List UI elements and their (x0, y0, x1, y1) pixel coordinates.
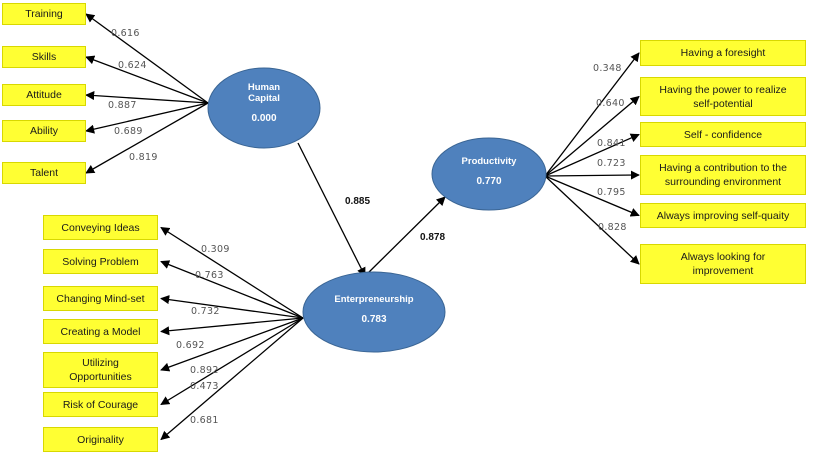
loading-prod-3: 0.723 (597, 158, 626, 169)
indicator-ent-3: Creating a Model (43, 319, 158, 344)
arrows-layer (85, 13, 640, 441)
loading-ent-1: 0.763 (195, 270, 224, 281)
loading-hc-4: 0.819 (129, 152, 158, 163)
loading-ent-5: 0.473 (190, 381, 219, 392)
arrow-ent-3 (160, 317, 304, 336)
indicator-hc-0: Training (2, 3, 86, 25)
construct-productivity (431, 137, 547, 211)
loading-prod-1: 0.640 (596, 98, 625, 109)
loading-ent-0: 0.309 (201, 244, 230, 255)
construct-r2-value: 0.770 (476, 176, 502, 187)
indicator-ent-4-label: Utilizing Opportunities (69, 357, 132, 383)
indicator-prod-5-label: Always looking for improvement (680, 251, 766, 277)
indicator-prod-4: Always improving self-quaity (640, 203, 806, 228)
loading-hc-3: 0.689 (114, 126, 143, 137)
indicator-ent-3-label: Creating a Model (60, 325, 141, 338)
indicator-hc-1-label: Skills (31, 51, 57, 63)
construct-name: Productivity (461, 156, 517, 167)
arrow-hc-3 (85, 102, 209, 134)
arrow-prod-1 (544, 95, 640, 177)
path-coef-hc-ent: 0.885 (345, 196, 371, 207)
loading-prod-2: 0.841 (597, 138, 626, 149)
indicator-hc-3: Ability (2, 120, 86, 142)
indicator-hc-2-label: Attitude (26, 89, 62, 101)
arrow-hc-4 (85, 102, 209, 174)
arrow-prod-4 (544, 175, 640, 217)
construct-productivity-text: Productivity 0.770 (432, 156, 546, 187)
indicator-prod-0-label: Having a foresight (680, 47, 766, 59)
indicator-prod-1: Having the power to realize self-potenti… (640, 77, 806, 116)
indicator-prod-5: Always looking for improvement (640, 244, 806, 284)
indicator-hc-3-label: Ability (29, 125, 58, 137)
indicator-prod-3-label: Having a contribution to the surrounding… (659, 162, 787, 188)
construct-entrepreneurship-text: Enterpreneurship 0.783 (303, 294, 445, 325)
loading-prod-4: 0.795 (597, 187, 626, 198)
arrow-hc-2 (85, 90, 209, 104)
arrow-hc-0 (85, 13, 209, 104)
arrow-prod-3 (544, 170, 640, 180)
path-coef-ent-prod: 0.878 (420, 232, 446, 243)
indicator-hc-4: Talent (2, 162, 86, 184)
construct-human-capital (207, 67, 321, 149)
indicator-ent-1: Solving Problem (43, 249, 158, 274)
path-ent-prod (364, 196, 446, 277)
construct-r2-value: 0.783 (361, 314, 387, 325)
arrow-ent-4 (160, 317, 304, 372)
indicator-hc-2: Attitude (2, 84, 86, 106)
construct-human-capital-text: Human Capital 0.000 (208, 82, 320, 124)
loading-hc-1: 0.624 (118, 60, 147, 71)
arrow-ent-1 (160, 260, 304, 319)
construct-name: Enterpreneurship (334, 294, 414, 305)
loading-hc-0: 0.616 (111, 28, 140, 39)
loading-ent-6: 0.681 (190, 415, 219, 426)
indicator-ent-6: Originality (43, 427, 158, 452)
indicator-hc-0-label: Training (25, 8, 63, 20)
indicator-ent-6-label: Originality (77, 433, 124, 446)
indicator-prod-0: Having a foresight (640, 40, 806, 66)
indicator-prod-3: Having a contribution to the surrounding… (640, 155, 806, 195)
constructs-layer (207, 67, 547, 353)
indicator-ent-2: Changing Mind-set (43, 286, 158, 311)
indicator-hc-4-label: Talent (29, 167, 59, 179)
indicator-ent-0: Conveying Ideas (43, 215, 158, 240)
indicator-prod-2-label: Self - confidence (683, 128, 763, 141)
arrow-prod-5 (544, 175, 640, 265)
loading-ent-3: 0.692 (176, 340, 205, 351)
indicator-ent-0-label: Conveying Ideas (61, 221, 140, 234)
loading-prod-5: 0.828 (598, 222, 627, 233)
indicator-hc-1: Skills (2, 46, 86, 68)
construct-r2-value: 0.000 (251, 113, 277, 124)
arrow-hc-1 (85, 55, 209, 104)
construct-name: Human Capital (247, 82, 281, 104)
indicator-ent-5: Risk of Courage (43, 392, 158, 417)
arrow-prod-0 (544, 52, 640, 177)
indicator-ent-2-label: Changing Mind-set (56, 292, 145, 305)
indicator-prod-4-label: Always improving self-quaity (656, 209, 790, 222)
loading-hc-2: 0.887 (108, 100, 137, 111)
loading-ent-2: 0.732 (191, 306, 220, 317)
indicator-prod-2: Self - confidence (640, 122, 806, 147)
loading-prod-0: 0.348 (593, 63, 622, 74)
loading-ent-4: 0.892 (190, 365, 219, 376)
arrow-ent-0 (160, 226, 304, 319)
arrow-prod-2 (544, 133, 640, 177)
indicator-ent-5-label: Risk of Courage (62, 398, 139, 411)
indicator-ent-4: Utilizing Opportunities (43, 352, 158, 388)
arrow-ent-5 (160, 317, 304, 406)
construct-entrepreneurship (302, 271, 446, 353)
indicator-ent-1-label: Solving Problem (62, 255, 139, 268)
indicator-prod-1-label: Having the power to realize self-potenti… (659, 83, 787, 110)
arrow-ent-6 (160, 317, 304, 441)
path-hc-ent (297, 142, 366, 277)
arrow-ent-2 (160, 295, 304, 319)
